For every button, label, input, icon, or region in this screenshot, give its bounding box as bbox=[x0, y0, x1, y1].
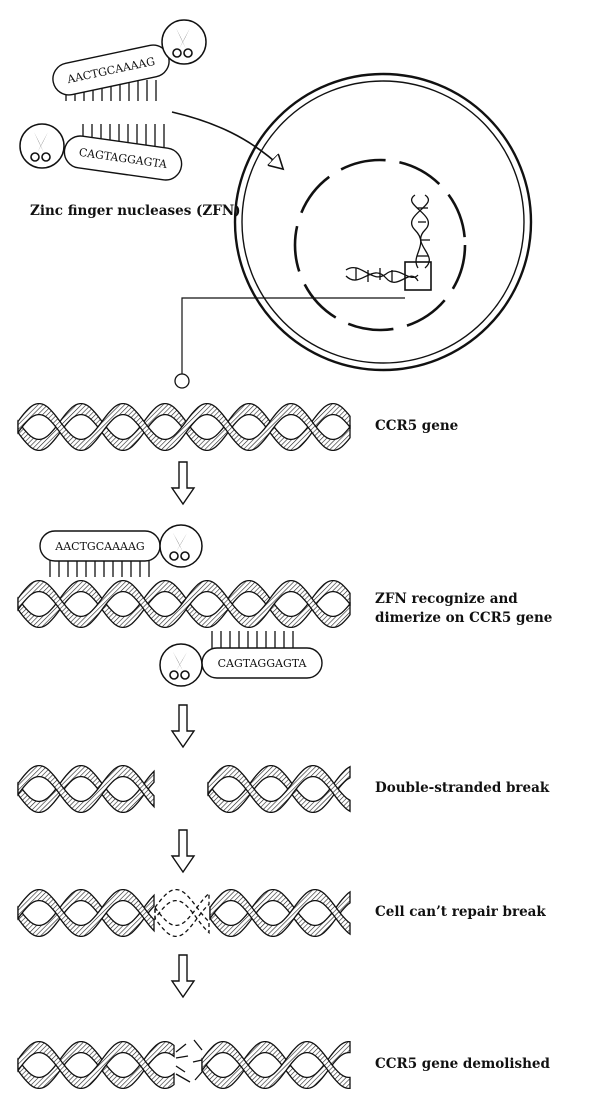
step-label-cant-repair: Cell can’t repair break bbox=[375, 904, 546, 920]
zfn-top-left: AACTGCAAAAG bbox=[52, 19, 207, 101]
zfn-pill-top-right bbox=[63, 135, 183, 181]
frayed-dna-end bbox=[194, 1071, 203, 1081]
missing-dna-segment bbox=[154, 888, 210, 935]
zfn-caption: Zinc finger nucleases (ZFN) bbox=[30, 203, 241, 219]
step-label-demolished: CCR5 gene demolished bbox=[375, 1056, 550, 1072]
dna-helix-row-double-break bbox=[17, 764, 351, 814]
frayed-dna-end bbox=[192, 1059, 203, 1063]
dna-helix-row-cant-repair bbox=[17, 888, 351, 938]
callout-connector bbox=[181, 297, 405, 374]
step-label-zfn-line1: ZFN recognize and bbox=[375, 591, 518, 607]
dna-helix-row-zfn-dimerize bbox=[17, 579, 351, 629]
down-arrow-icon bbox=[170, 829, 196, 874]
zfn-sequence-bound-left: AACTGCAAAAG bbox=[54, 540, 144, 553]
dna-strand bbox=[17, 1040, 175, 1090]
scissors-icon bbox=[161, 19, 207, 65]
dna-strand bbox=[201, 1040, 351, 1090]
dna-strand bbox=[17, 579, 351, 629]
down-arrow-icon bbox=[170, 704, 196, 749]
step-label-ccr5-gene: CCR5 gene bbox=[375, 418, 459, 434]
zfn-bound-left: AACTGCAAAAG bbox=[39, 524, 203, 577]
step-label-zfn-line2: dimerize on CCR5 gene bbox=[375, 610, 553, 626]
down-arrow-icon bbox=[170, 461, 196, 506]
dna-helix-row-ccr5-gene bbox=[17, 402, 351, 452]
scissors-icon bbox=[159, 643, 203, 687]
dna-strand bbox=[17, 764, 155, 814]
step-label-zfn-recognize: ZFN recognize and dimerize on CCR5 gene bbox=[375, 590, 552, 628]
scissors-icon bbox=[19, 123, 65, 169]
dna-strand bbox=[201, 1040, 351, 1090]
dna-helix-row-demolished bbox=[17, 1039, 351, 1090]
zfn-top-right: CAGTAGGAGTA bbox=[19, 123, 183, 181]
curved-arrow-icon bbox=[171, 111, 282, 168]
callout-circle bbox=[174, 373, 190, 389]
dna-strand bbox=[17, 1040, 175, 1090]
dna-helix-icon bbox=[345, 194, 430, 283]
zfn-bound-right: CAGTAGGAGTA bbox=[159, 631, 323, 687]
dna-strand bbox=[17, 402, 351, 452]
zfn-sequence-bound-right: CAGTAGGAGTA bbox=[218, 657, 308, 670]
cell-icon bbox=[233, 72, 533, 372]
dna-strand bbox=[207, 764, 351, 814]
missing-dna-segment bbox=[154, 891, 210, 938]
frayed-dna-end bbox=[175, 1073, 191, 1083]
zoom-box bbox=[404, 261, 432, 291]
nucleus-icon bbox=[293, 158, 467, 332]
down-arrow-icon bbox=[170, 954, 196, 999]
frayed-dna-end bbox=[175, 1065, 186, 1073]
frayed-dna-end bbox=[175, 1043, 187, 1053]
dna-strand bbox=[209, 888, 351, 938]
scissors-icon bbox=[159, 524, 203, 568]
dna-strand bbox=[17, 888, 155, 938]
step-label-double-break: Double-stranded break bbox=[375, 780, 550, 796]
frayed-dna-end bbox=[193, 1039, 203, 1051]
frayed-dna-end bbox=[175, 1055, 189, 1059]
